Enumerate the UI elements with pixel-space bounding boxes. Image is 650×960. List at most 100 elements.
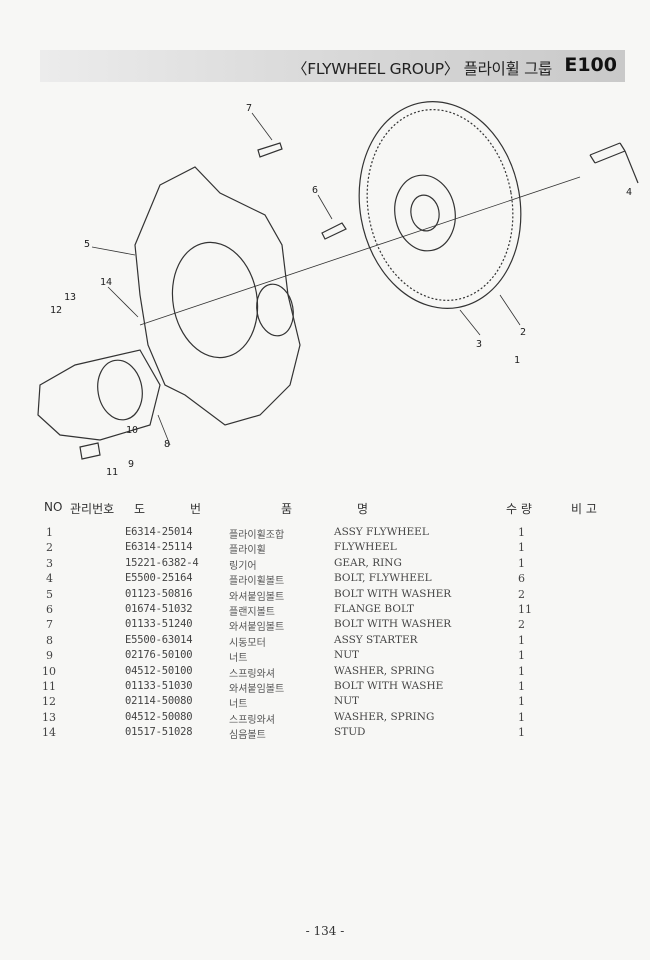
cell-no: 1 bbox=[46, 526, 53, 539]
cell-code: 02114-50080 bbox=[125, 695, 193, 708]
col-name-2: 명 bbox=[357, 502, 369, 516]
callout-13: 13 bbox=[64, 292, 76, 303]
table-row: 11 01133-51030 와셔붙임볼트 BOLT WITH WASHE 1 bbox=[0, 680, 650, 695]
cell-kor-name: 스프링와셔 bbox=[229, 714, 275, 726]
cell-qty: 1 bbox=[518, 556, 525, 570]
cell-qty: 2 bbox=[518, 587, 525, 601]
table-row: 5 01123-50816 와셔붙임볼트 BOLT WITH WASHER 2 bbox=[0, 588, 650, 603]
col-drawing-2: 번 bbox=[190, 502, 202, 516]
cell-kor-name: 플랜지볼트 bbox=[229, 606, 275, 618]
table-row: 13 04512-50080 스프링와셔 WASHER, SPRING 1 bbox=[0, 711, 650, 726]
cell-qty: 6 bbox=[518, 572, 525, 586]
col-drawing-1: 도 bbox=[134, 502, 146, 516]
cell-code: 04512-50100 bbox=[125, 664, 193, 677]
callout-1: 1 bbox=[514, 355, 520, 366]
cell-qty: 1 bbox=[518, 695, 525, 709]
parts-table-body: 1 E6314-25014 플라이휠조합 ASSY FLYWHEEL 1 2 E… bbox=[0, 526, 650, 741]
bolt-6 bbox=[321, 222, 347, 240]
parts-table-header: NO 관리번호 도 번 품 명 수 량 비 고 bbox=[0, 500, 650, 516]
starter-motor bbox=[37, 349, 161, 441]
table-row: 6 01674-51032 플랜지볼트 FLANGE BOLT 11 bbox=[0, 603, 650, 618]
cell-code: 01133-51030 bbox=[125, 679, 193, 692]
cell-no: 14 bbox=[42, 726, 56, 740]
callout-2: 2 bbox=[520, 327, 526, 338]
cell-kor-name: 와셔붙임볼트 bbox=[229, 683, 285, 695]
cell-name: WASHER, SPRING bbox=[334, 664, 435, 677]
table-row: 12 02114-50080 너트 NUT 1 bbox=[0, 695, 650, 710]
cell-code: E6314-25014 bbox=[125, 526, 193, 538]
cell-name: ASSY FLYWHEEL bbox=[334, 526, 429, 538]
callout-12: 12 bbox=[50, 305, 62, 316]
cell-qty: 1 bbox=[518, 526, 525, 539]
cell-code: 04512-50080 bbox=[125, 710, 193, 723]
cell-code: E5500-25164 bbox=[125, 572, 193, 585]
callout-5: 5 bbox=[84, 239, 90, 250]
table-row: 7 01133-51240 와셔붙임볼트 BOLT WITH WASHER 2 bbox=[0, 618, 650, 633]
cell-code: E5500-63014 bbox=[125, 633, 193, 646]
cell-kor-name: 와셔붙임볼트 bbox=[229, 591, 285, 603]
col-mgmt-no: 관리번호 bbox=[70, 502, 115, 516]
cell-no: 11 bbox=[42, 679, 56, 693]
cell-kor-name: 플라이휠조합 bbox=[229, 530, 285, 541]
flywheel-hub bbox=[394, 174, 456, 252]
cell-no: 12 bbox=[42, 695, 56, 709]
cell-kor-name: 플라이휠 bbox=[229, 545, 266, 557]
table-row: 8 E5500-63014 시동모터 ASSY STARTER 1 bbox=[0, 634, 650, 649]
housing-plate bbox=[134, 166, 301, 426]
cell-qty: 1 bbox=[518, 726, 525, 740]
cell-name: WASHER, SPRING bbox=[334, 710, 435, 723]
cell-no: 13 bbox=[42, 710, 56, 724]
cell-no: 10 bbox=[42, 664, 56, 678]
cell-code: 01517-51028 bbox=[125, 726, 193, 739]
callout-11: 11 bbox=[106, 467, 118, 478]
callout-8: 8 bbox=[164, 439, 170, 450]
cell-qty: 2 bbox=[518, 618, 525, 632]
cell-qty: 1 bbox=[518, 541, 525, 555]
callout-10: 10 bbox=[126, 425, 138, 436]
section-title: 〈FLYWHEEL GROUP〉 플라이휠 그룹 bbox=[292, 60, 552, 78]
cell-name: GEAR, RING bbox=[334, 556, 402, 569]
cell-no: 9 bbox=[46, 649, 53, 663]
flywheel-drawing: 7 6 5 14 13 12 8 10 9 11 3 2 1 4 bbox=[37, 101, 639, 478]
bolt-7 bbox=[257, 142, 283, 158]
callout-7: 7 bbox=[246, 103, 252, 114]
bolt-11 bbox=[79, 442, 101, 460]
cell-name: BOLT WITH WASHE bbox=[334, 679, 444, 692]
cell-no: 3 bbox=[46, 556, 53, 570]
cell-qty: 1 bbox=[518, 710, 525, 724]
col-remark: 비 고 bbox=[571, 502, 597, 516]
cell-kor-name: 너트 bbox=[229, 653, 248, 665]
cell-code: 15221-6382-4 bbox=[125, 556, 199, 569]
table-row: 9 02176-50100 너트 NUT 1 bbox=[0, 649, 650, 664]
cell-name: BOLT WITH WASHER bbox=[334, 587, 452, 600]
col-qty: 수 량 bbox=[506, 502, 532, 516]
cell-no: 4 bbox=[46, 572, 53, 586]
cell-name: BOLT WITH WASHER bbox=[334, 618, 452, 631]
cell-kor-name: 너트 bbox=[229, 699, 248, 711]
cell-name: STUD bbox=[334, 726, 366, 739]
callout-4: 4 bbox=[626, 187, 632, 198]
cell-code: E6314-25114 bbox=[125, 541, 193, 554]
col-no: NO bbox=[44, 500, 63, 514]
table-row: 2 E6314-25114 플라이휠 FLYWHEEL 1 bbox=[0, 541, 650, 556]
table-row: 4 E5500-25164 플라이휠볼트 BOLT, FLYWHEEL 6 bbox=[0, 572, 650, 587]
cell-qty: 1 bbox=[518, 649, 525, 663]
cell-code: 01674-51032 bbox=[125, 602, 193, 615]
cell-no: 6 bbox=[46, 602, 53, 616]
table-row: 10 04512-50100 스프링와셔 WASHER, SPRING 1 bbox=[0, 665, 650, 680]
cell-kor-name: 스프링와셔 bbox=[229, 668, 275, 680]
header-bar bbox=[40, 50, 625, 82]
callout-3: 3 bbox=[476, 339, 482, 350]
cell-kor-name: 링기어 bbox=[229, 560, 257, 572]
page-number: - 134 - bbox=[305, 924, 345, 938]
cell-qty: 1 bbox=[518, 664, 525, 678]
cell-code: 02176-50100 bbox=[125, 649, 193, 662]
cell-name: BOLT, FLYWHEEL bbox=[334, 572, 432, 585]
col-name-1: 품 bbox=[281, 502, 293, 516]
cell-qty: 11 bbox=[518, 602, 532, 616]
cell-qty: 1 bbox=[518, 679, 525, 693]
cell-name: FLANGE BOLT bbox=[334, 602, 415, 615]
callout-14: 14 bbox=[100, 277, 112, 288]
cell-no: 5 bbox=[46, 587, 53, 601]
cell-code: 01133-51240 bbox=[125, 618, 193, 631]
